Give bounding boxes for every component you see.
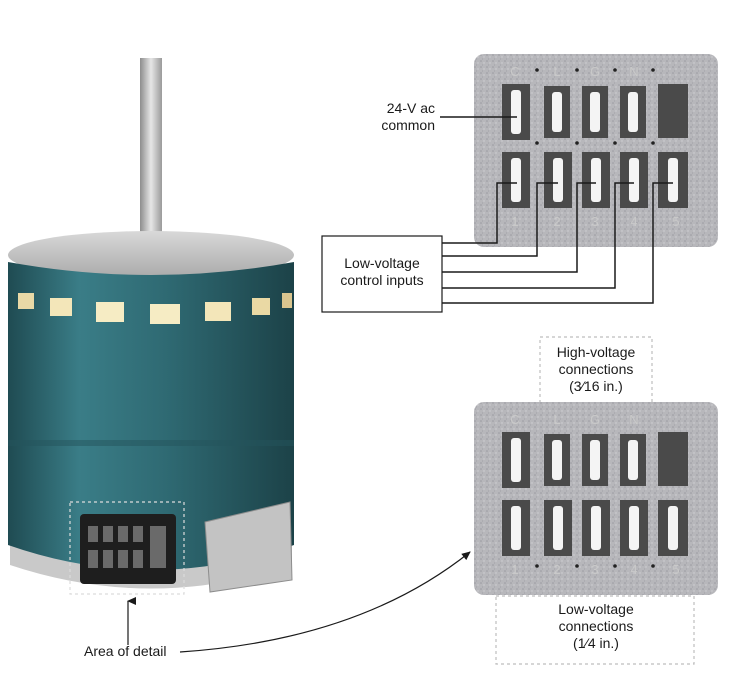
svg-text:G: G <box>590 412 600 427</box>
top-plate-upper-terminals <box>502 84 688 140</box>
bottom-plate-upper-terminals <box>502 432 688 488</box>
svg-text:5: 5 <box>672 214 679 229</box>
top-plate-lower-terminals <box>502 152 688 208</box>
connector-plate-bottom: C L G N 1 2 3 4 5 <box>474 402 718 595</box>
high-voltage-size: (3⁄16 in.) <box>569 378 623 394</box>
bottom-plate-marks-upper: C L G N <box>510 412 638 427</box>
svg-text:2: 2 <box>553 562 560 577</box>
low-voltage-conn-label-line1: Low-voltage <box>558 601 634 617</box>
motor-mounting-bracket <box>204 501 293 593</box>
motor-top-cap <box>8 231 294 279</box>
svg-text:3: 3 <box>591 562 598 577</box>
svg-text:1: 1 <box>511 214 518 229</box>
svg-text:4: 4 <box>630 562 637 577</box>
svg-text:G: G <box>590 64 600 79</box>
svg-text:3: 3 <box>591 214 598 229</box>
low-voltage-dashed-box <box>495 595 695 665</box>
bottom-plate-marks-lower: 1 2 3 4 5 <box>511 562 679 577</box>
control-inputs-label-line1: Low-voltage <box>344 255 420 271</box>
svg-text:4: 4 <box>630 214 637 229</box>
area-of-detail-label: Area of detail <box>84 643 167 659</box>
svg-text:N: N <box>629 412 638 427</box>
high-voltage-label-line2: connections <box>559 361 634 377</box>
control-inputs-box <box>321 235 443 313</box>
area-of-detail-box <box>69 501 185 595</box>
connector-plate-top: C L G N 1 2 3 4 <box>474 54 718 247</box>
motor-shaft <box>140 58 162 253</box>
top-plate-marks-lower: 1 2 3 4 5 <box>511 214 679 229</box>
high-voltage-label-line1: High-voltage <box>557 344 636 360</box>
svg-text:L: L <box>553 412 560 427</box>
svg-text:C: C <box>510 64 519 79</box>
svg-text:L: L <box>553 64 560 79</box>
control-input-wires <box>442 182 673 304</box>
svg-text:5: 5 <box>672 562 679 577</box>
svg-text:C: C <box>510 412 519 427</box>
motor-vent-slots <box>18 293 292 324</box>
low-voltage-conn-label-line2: connections <box>559 618 634 634</box>
area-of-detail-arrow <box>179 551 471 653</box>
common-label-line2: common <box>381 117 435 133</box>
common-label-line1: 24-V ac <box>387 100 435 116</box>
svg-text:1: 1 <box>511 562 518 577</box>
svg-text:2: 2 <box>553 214 560 229</box>
low-voltage-conn-size: (1⁄4 in.) <box>573 635 619 651</box>
bottom-plate-lower-terminals <box>502 500 688 556</box>
control-inputs-label-line2: control inputs <box>340 272 423 288</box>
motor-body <box>8 262 294 570</box>
svg-text:N: N <box>629 64 638 79</box>
motor-photo <box>8 58 294 595</box>
top-plate-marks-upper: C L G N <box>510 64 638 79</box>
